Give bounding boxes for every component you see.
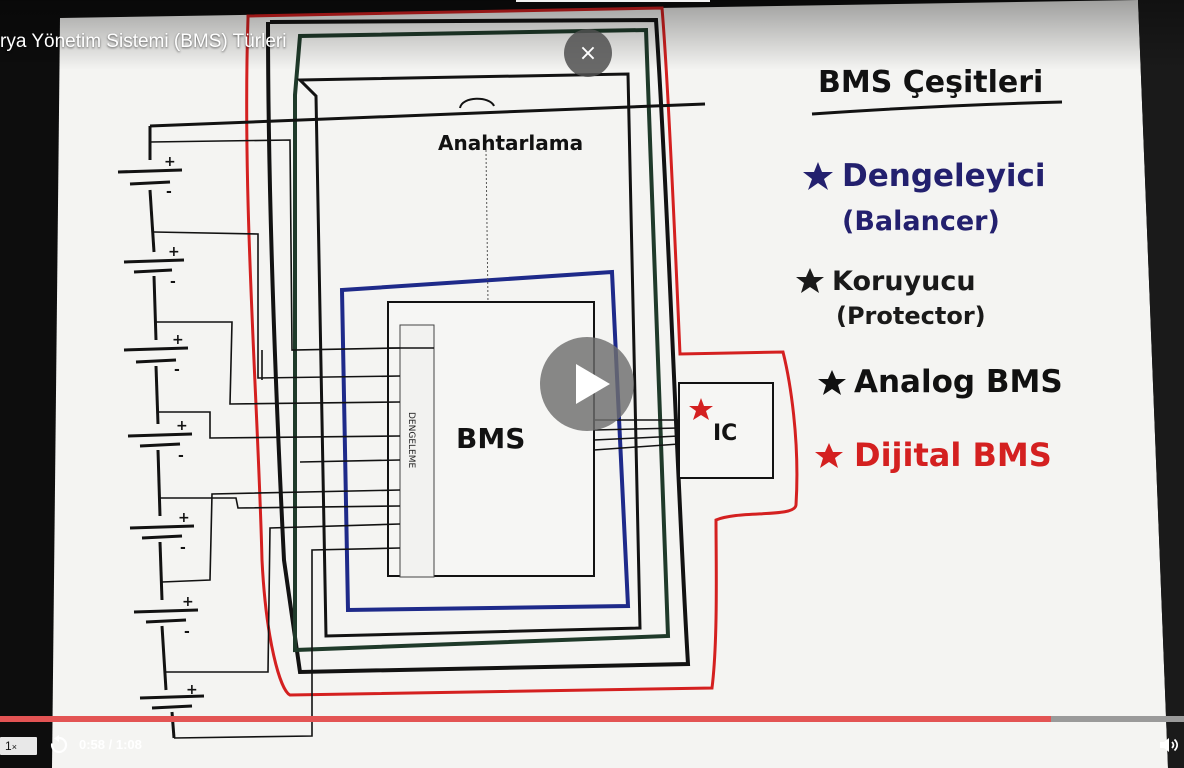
- play-button[interactable]: [540, 337, 634, 431]
- heading-text: BMS Çeşitleri: [818, 65, 1043, 100]
- speed-suffix: ×: [11, 742, 17, 752]
- battery-stack: [117, 126, 205, 739]
- volume-icon[interactable]: [1158, 735, 1180, 755]
- progress-bar[interactable]: [0, 716, 1184, 722]
- cell-minus: -: [170, 274, 176, 290]
- cell-plus: +: [186, 682, 198, 698]
- close-button[interactable]: ×: [564, 29, 612, 77]
- cell-plus: +: [172, 332, 184, 348]
- play-icon: [576, 364, 610, 404]
- player-controls: 1× 0:58 / 1:08: [0, 722, 1184, 768]
- cell-plus: +: [164, 154, 176, 170]
- type-1-subtitle: (Balancer): [842, 206, 1000, 237]
- balancer-box: [399, 324, 435, 578]
- cell-plus: +: [178, 510, 190, 526]
- cell-plus: +: [176, 418, 188, 434]
- blue-wire: [339, 269, 631, 613]
- type-4-name: Dijital BMS: [854, 436, 1052, 474]
- type-3-name: Analog BMS: [854, 364, 1063, 400]
- cell-minus: -: [166, 184, 172, 200]
- video-title: rya Yönetim Sistemi (BMS) Türleri: [0, 31, 287, 52]
- cell-minus: -: [180, 540, 186, 556]
- cell-plus: +: [182, 594, 194, 610]
- cell-minus: -: [184, 624, 190, 640]
- ic-label: IC: [713, 421, 737, 446]
- speed-value: 1: [5, 739, 12, 753]
- playback-speed-button[interactable]: 1×: [0, 737, 37, 755]
- cell-plus: +: [168, 244, 180, 260]
- type-2-name: Koruyucu: [832, 266, 976, 297]
- balancer-label: DENGELEME: [406, 412, 416, 468]
- ic-box: [678, 382, 774, 479]
- bms-label: BMS: [456, 422, 525, 455]
- star-icons: [689, 162, 846, 468]
- red-wire: [245, 6, 799, 697]
- progress-fill: [0, 716, 1052, 722]
- cell-minus: -: [174, 362, 180, 378]
- switch-label: Anahtarlama: [438, 131, 583, 155]
- top-indicator-line: [516, 0, 710, 2]
- time-display: 0:58 / 1:08: [79, 737, 142, 752]
- replay-icon[interactable]: [49, 735, 69, 755]
- cell-minus: -: [178, 448, 184, 464]
- close-icon: ×: [578, 40, 598, 66]
- type-2-subtitle: (Protector): [836, 302, 986, 330]
- type-1-name: Dengeleyici: [842, 158, 1046, 194]
